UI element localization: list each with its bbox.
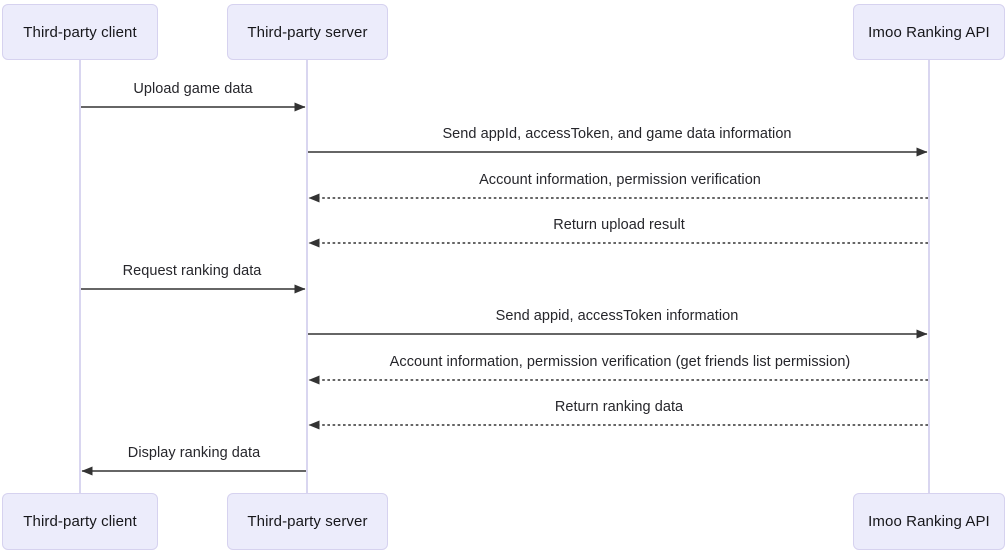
participant-label: Third-party server: [247, 513, 368, 530]
participant-bottom-api[interactable]: Imoo Ranking API: [853, 493, 1005, 550]
participant-top-api[interactable]: Imoo Ranking API: [853, 4, 1005, 60]
participant-label: Third-party client: [23, 513, 137, 530]
message-label-8: Return ranking data: [554, 399, 684, 415]
message-label-6: Send appid, accessToken information: [495, 308, 739, 324]
message-label-2: Send appId, accessToken, and game data i…: [442, 126, 792, 142]
message-label-1: Upload game data: [133, 81, 253, 97]
message-label-5: Request ranking data: [122, 263, 262, 279]
participant-label: Third-party server: [247, 23, 368, 41]
lifelines-group: [79, 60, 930, 493]
participant-bottom-server[interactable]: Third-party server: [227, 493, 388, 550]
participant-label: Imoo Ranking API: [868, 513, 990, 530]
message-label-4: Return upload result: [553, 217, 685, 233]
participant-top-client[interactable]: Third-party client: [2, 4, 158, 60]
message-label-3: Account information, permission verifica…: [479, 172, 761, 188]
message-label-7: Account information, permission verifica…: [389, 354, 851, 370]
participant-label: Imoo Ranking API: [868, 23, 990, 41]
participant-top-server[interactable]: Third-party server: [227, 4, 388, 60]
participant-bottom-client[interactable]: Third-party client: [2, 493, 158, 550]
message-label-9: Display ranking data: [127, 445, 261, 461]
message-arrows-group: [81, 102, 928, 476]
participant-label: Third-party client: [23, 23, 137, 41]
